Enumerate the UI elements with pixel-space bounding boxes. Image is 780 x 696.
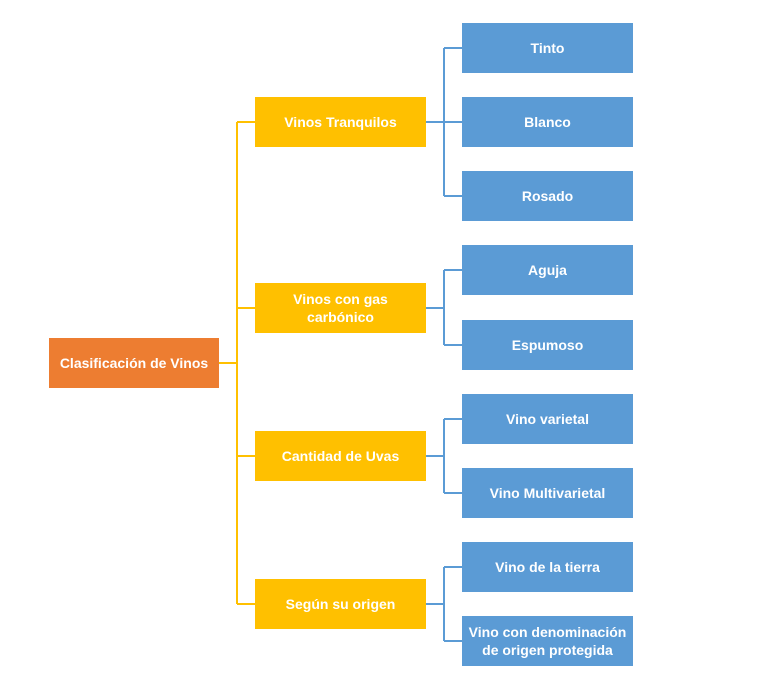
category-node-cantidad-de-uvas: Cantidad de Uvas bbox=[255, 431, 426, 481]
leaf-label: Tinto bbox=[530, 40, 565, 56]
category-label: Según su origen bbox=[285, 596, 396, 612]
leaf-label: Vino de la tierra bbox=[495, 559, 600, 575]
category-node-vinos-tranquilos: Vinos Tranquilos bbox=[255, 97, 426, 147]
category-label: Vinos con gas carbónico bbox=[293, 291, 388, 325]
leaf-node-espumoso: Espumoso bbox=[462, 320, 633, 370]
leaf-node-vino-denominacion-origen: Vino con denominación de origen protegid… bbox=[462, 616, 633, 666]
leaf-label: Vino Multivarietal bbox=[489, 485, 606, 501]
leaf-label: Espumoso bbox=[511, 337, 584, 353]
category-node-segun-su-origen: Según su origen bbox=[255, 579, 426, 629]
leaf-label: Blanco bbox=[524, 114, 571, 130]
root-connector bbox=[218, 121, 255, 605]
leaf-node-vino-de-la-tierra: Vino de la tierra bbox=[462, 542, 633, 592]
category-0-connector bbox=[426, 47, 462, 197]
leaf-node-aguja: Aguja bbox=[462, 245, 633, 295]
category-node-vinos-con-gas: Vinos con gas carbónico bbox=[255, 283, 426, 333]
leaf-node-vino-varietal: Vino varietal bbox=[462, 394, 633, 444]
category-2-connector bbox=[426, 418, 462, 494]
root-label: Clasificación de Vinos bbox=[59, 355, 209, 371]
leaf-label: Vino varietal bbox=[505, 411, 589, 427]
category-label: Vinos Tranquilos bbox=[284, 114, 397, 130]
category-3-connector bbox=[426, 566, 462, 642]
leaf-node-vino-multivarietal: Vino Multivarietal bbox=[462, 468, 633, 518]
root-node: Clasificación de Vinos bbox=[49, 338, 219, 388]
leaf-node-blanco: Blanco bbox=[462, 97, 633, 147]
category-label: Cantidad de Uvas bbox=[281, 448, 400, 464]
category-1-connector bbox=[426, 269, 462, 346]
leaf-node-rosado: Rosado bbox=[462, 171, 633, 221]
leaf-label: Rosado bbox=[521, 188, 574, 204]
leaf-label: Vino con denominación de origen protegid… bbox=[468, 624, 627, 658]
leaf-label: Aguja bbox=[528, 262, 567, 278]
leaf-node-tinto: Tinto bbox=[462, 23, 633, 73]
